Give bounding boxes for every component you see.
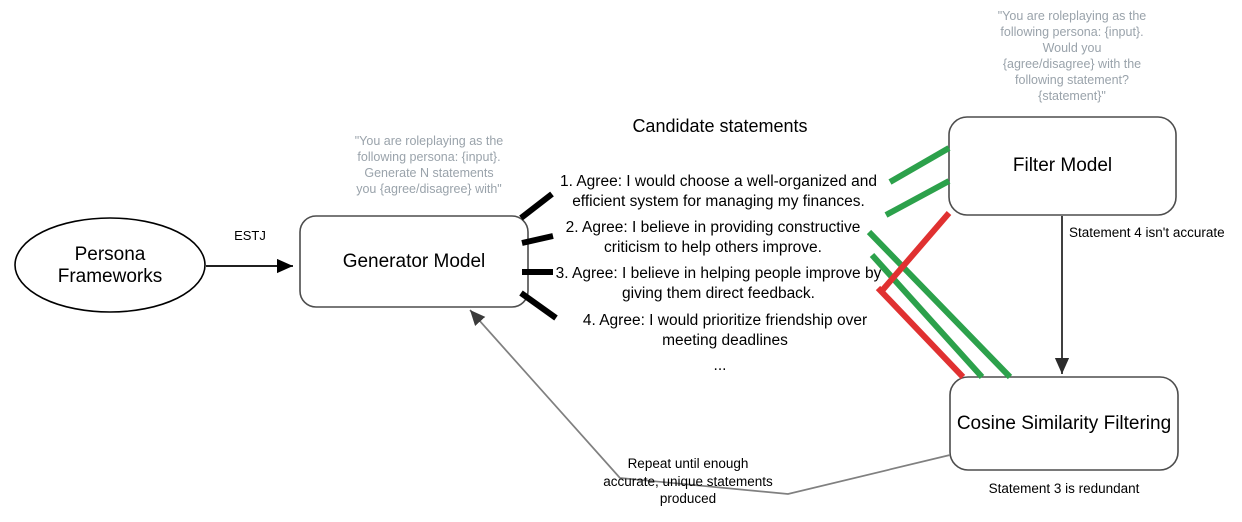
generator-model-text: Generator Model [342, 251, 486, 272]
filter-pass-lines [866, 229, 1013, 380]
prompt-generator: "You are roleplaying as the following pe… [354, 134, 504, 196]
filter-model-text: Filter Model [1012, 155, 1113, 176]
reject-line-2 [877, 211, 952, 295]
node-cosine-similarity[interactable] [949, 376, 1179, 471]
rejected-statement-lines [875, 211, 966, 380]
node-label-cosine-similarity: Cosine Similarity Filtering [950, 402, 1178, 446]
cosine-similarity-text: Cosine Similarity Filtering [956, 413, 1172, 434]
node-filter-model[interactable] [948, 116, 1177, 216]
pass-line-1 [866, 229, 1013, 380]
persona-frameworks-text: Persona Frameworks [57, 244, 163, 287]
candidate-statement-2: 2. Agree: I believe in providing constru… [565, 219, 861, 256]
accepted-line-2 [884, 178, 951, 218]
prompt-filter: "You are roleplaying as the following pe… [997, 9, 1147, 103]
note-statement-3-redundant: Statement 3 is redundant [988, 481, 1140, 496]
node-generator-model[interactable] [299, 215, 529, 308]
accepted-line-1 [888, 145, 951, 185]
pass-line-2 [869, 252, 985, 380]
candidate-statements-ellipsis: ... [713, 357, 727, 374]
candidate-statement-1: 1. Agree: I would choose a well-organize… [559, 173, 878, 210]
accepted-statement-lines [884, 145, 951, 218]
reject-line-1 [875, 285, 966, 380]
candidate-statements-heading: Candidate statements [632, 116, 808, 136]
node-label-filter-model: Filter Model [949, 144, 1176, 188]
edge-label-statement-4-inaccurate: Statement 4 isn't accurate [1069, 225, 1225, 240]
candidate-statement-3: 3. Agree: I believe in helping people im… [555, 265, 882, 302]
node-persona-frameworks[interactable] [14, 217, 206, 313]
edge-label-feedback-loop: Repeat until enough accurate, unique sta… [603, 456, 773, 507]
edge-feedback-loop [469, 309, 951, 495]
candidate-statement-4: 4. Agree: I would prioritize friendship … [582, 312, 868, 349]
node-label-generator-model: Generator Model [300, 240, 528, 284]
generator-output-stubs [519, 191, 558, 321]
edge-label-estj: ESTJ [234, 228, 266, 243]
node-label-persona-frameworks: Persona Frameworks [15, 238, 205, 294]
